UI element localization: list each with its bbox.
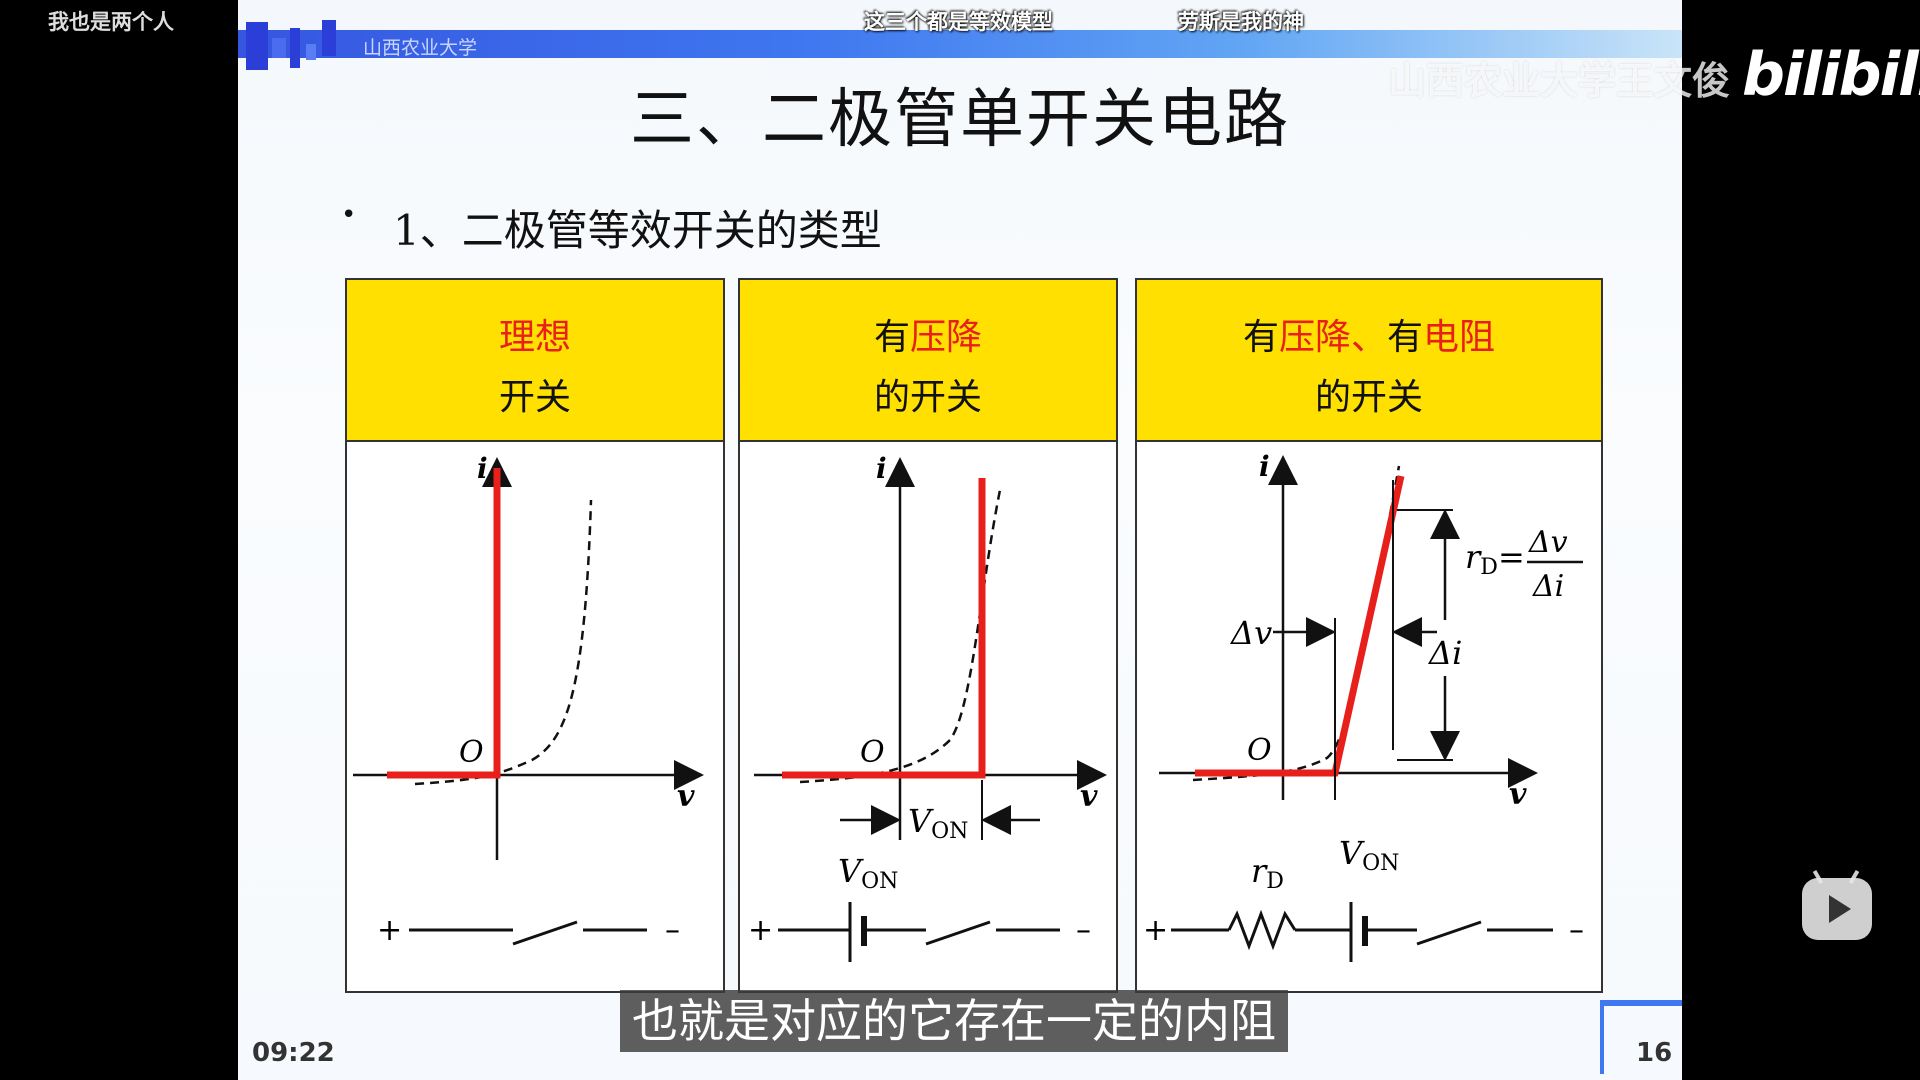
plus-terminal: + <box>748 913 773 948</box>
origin-label: O <box>860 735 885 770</box>
corner-decoration <box>1600 1000 1682 1006</box>
slide-page-number: 16 <box>1636 1038 1673 1068</box>
panel-header: 有压降、有电阻 的开关 <box>1137 280 1601 442</box>
delta-i-label: Δi <box>1427 634 1462 672</box>
panel-title-red: 压降、 <box>1278 317 1387 358</box>
slide-header-bar <box>238 30 1682 58</box>
panel-title-line2: 开关 <box>498 377 571 418</box>
origin-label: O <box>459 735 484 770</box>
video-timestamp: 09:22 <box>252 1038 335 1068</box>
ideal-switch-graph: i v O + – <box>353 452 704 948</box>
minus-terminal: – <box>665 913 680 948</box>
bullet-marker: • <box>341 200 357 230</box>
uploader-watermark: 山西农业大学王文俊 <box>1388 59 1731 103</box>
plus-terminal: + <box>1143 913 1168 948</box>
logo-icon <box>246 22 268 70</box>
video-frame-slide: 山西农业大学 三、二极管单开关电路 • 1、二极管等效开关的类型 理想 开关 i… <box>238 0 1682 1080</box>
axis-label-v: v <box>1509 777 1527 812</box>
bilibili-logo: bilibili <box>1742 40 1920 110</box>
resistor-symbol <box>1227 909 1297 951</box>
danmaku-comment: 劳斯是我的神 <box>1178 10 1304 34</box>
axis-label-i: i <box>1259 450 1270 483</box>
panel-title-black: 有 <box>1242 317 1279 358</box>
panel-title-red: 电阻 <box>1423 317 1496 358</box>
switch-symbol <box>925 920 991 946</box>
panel-title-line2: 的开关 <box>873 377 982 418</box>
delta-v-label: Δv <box>1229 614 1272 652</box>
panel-ideal-switch: 理想 开关 i v O + – <box>345 278 725 993</box>
panel-title-black: 有 <box>873 317 910 358</box>
play-icon[interactable] <box>1829 895 1851 923</box>
diode-real-curve <box>414 499 593 786</box>
axis-label-v: v <box>677 779 695 814</box>
rd-numerator: Δv <box>1528 525 1568 560</box>
battery-von-label: VON <box>1339 834 1399 876</box>
panel-header: 有压降 的开关 <box>740 280 1116 442</box>
danmaku-comment: 我也是两个人 <box>48 10 174 34</box>
rd-denominator: Δi <box>1532 569 1564 604</box>
plus-terminal: + <box>377 913 402 948</box>
bullet-heading: 1、二极管等效开关的类型 <box>393 206 882 255</box>
play-button[interactable] <box>1802 869 1872 940</box>
battery-von-label: VON <box>838 852 898 894</box>
panel-drop-resistance-switch: 有压降、有电阻 的开关 Δv Δi rD= Δv Δi i <box>1135 278 1603 993</box>
axis-label-i: i <box>876 452 887 485</box>
subtitle-caption: 也就是对应的它存在一定的内阻 <box>620 990 1288 1052</box>
switch-symbol <box>512 920 578 946</box>
axis-label-i: i <box>477 452 488 485</box>
switch-symbol <box>1416 920 1482 946</box>
panel-title-red: 压降 <box>910 317 983 358</box>
drop-resistance-switch-graph: Δv Δi rD= Δv Δi i v O VON rD + – <box>1143 450 1584 962</box>
minus-terminal: – <box>1569 913 1584 948</box>
slide-title: 三、二极管单开关电路 <box>630 83 1290 157</box>
ideal-model-line <box>387 468 501 779</box>
drop-model-line <box>782 478 986 779</box>
panel-voltage-drop-switch: 有压降 的开关 VON i v O VON + <box>738 278 1118 993</box>
resistor-rd-label: rD <box>1251 852 1284 894</box>
origin-label: O <box>1247 733 1272 768</box>
institution-name: 山西农业大学 <box>363 37 478 59</box>
panel-title-line2: 的开关 <box>1314 377 1423 418</box>
voltage-drop-switch-graph: VON i v O VON + – <box>748 452 1107 962</box>
panel-title-red: 理想 <box>498 317 571 358</box>
drop-resistance-model-line <box>1195 475 1405 777</box>
rd-formula: rD= <box>1465 538 1525 580</box>
von-label: VON <box>908 802 968 844</box>
panel-title-black: 有 <box>1387 317 1424 358</box>
danmaku-comment: 这三个都是等效模型 <box>864 10 1053 34</box>
corner-decoration <box>1600 1004 1604 1074</box>
minus-terminal: – <box>1076 913 1091 948</box>
axis-label-v: v <box>1080 779 1098 814</box>
panel-header: 理想 开关 <box>347 280 723 442</box>
